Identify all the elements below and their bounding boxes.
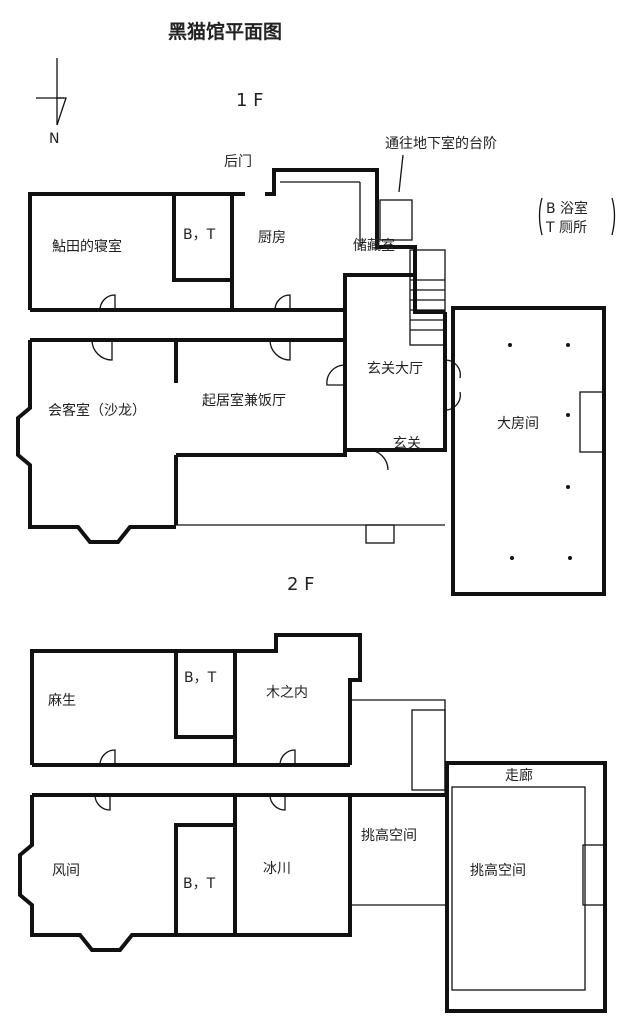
floor2-labels: 麻生 B，T 木之内 走廊 风间 B，T 冰川 挑高空间 挑高空间 — [48, 670, 533, 892]
room-living: 起居室兼饭厅 — [202, 392, 286, 409]
room-kazama: 风间 — [52, 863, 80, 879]
stairs — [579, 391, 606, 453]
back-door-label: 后门 — [224, 154, 252, 170]
compass-label: N — [49, 131, 59, 147]
floor1-walls — [16, 168, 606, 596]
room-kinouchi: 木之内 — [266, 685, 308, 701]
floor2-walls — [18, 633, 607, 1013]
room-bt-bottom: B，T — [183, 876, 216, 892]
room-salon: 会客室（沙龙） — [48, 402, 146, 419]
legend-b: B 浴室 — [546, 200, 588, 217]
room-entrance: 玄关 — [393, 435, 421, 452]
stairs — [582, 844, 606, 906]
floor1-labels: 鮎田的寝室 B，T 厨房 储藏室 会客室（沙龙） 起居室兼饭厅 玄关大厅 玄关 … — [48, 227, 539, 452]
room-big-room: 大房间 — [497, 416, 539, 432]
floor1-label: 1 F — [236, 90, 264, 111]
room-bt-top: B，T — [184, 670, 217, 686]
room-entrance-hall: 玄关大厅 — [367, 360, 423, 377]
room-storage: 储藏室 — [353, 237, 395, 254]
legend-t: T 厕所 — [545, 220, 587, 236]
floor2-label: 2 F — [287, 574, 315, 595]
room-void-big: 挑高空间 — [470, 862, 526, 879]
room-void-small: 挑高空间 — [361, 827, 417, 844]
room-kitchen: 厨房 — [258, 230, 286, 246]
arrow-icon — [398, 154, 404, 193]
north-arrow-icon — [36, 58, 67, 126]
room-bt: B，T — [183, 227, 216, 243]
spiral-stairs — [379, 199, 413, 241]
corridor-label: 走廊 — [505, 767, 533, 784]
stairs — [409, 249, 446, 346]
basement-stairs-label: 通往地下室的台阶 — [385, 135, 497, 152]
room-aso: 麻生 — [48, 693, 76, 709]
legend: B 浴室 T 厕所 — [538, 197, 616, 236]
plan-title: 黑猫馆平面图 — [168, 20, 282, 43]
room-bedroom: 鮎田的寝室 — [52, 238, 122, 255]
stairs — [411, 709, 446, 791]
room-hikawa: 冰川 — [263, 861, 291, 877]
